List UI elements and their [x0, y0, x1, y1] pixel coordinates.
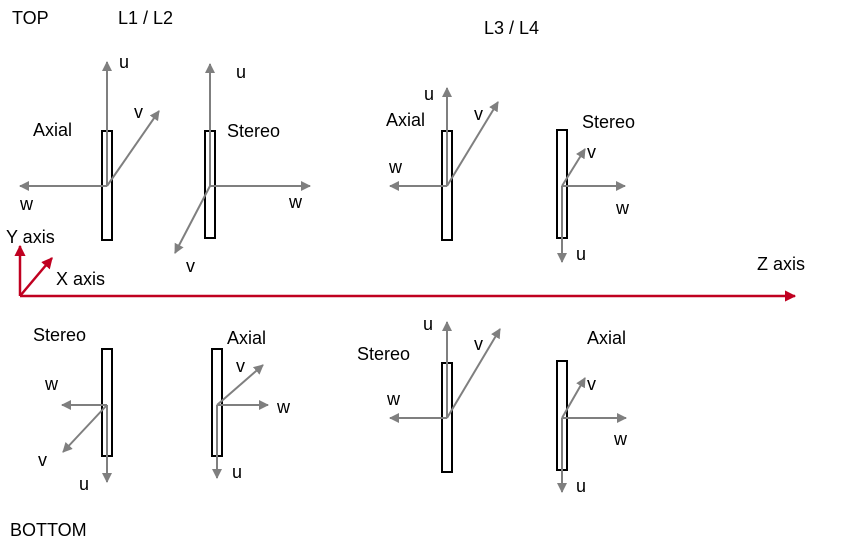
v-axis-arrow — [216, 364, 264, 406]
u-label: u — [79, 474, 89, 494]
module-label: Stereo — [33, 325, 86, 345]
module-label: Stereo — [227, 121, 280, 141]
module-label: Axial — [386, 110, 425, 130]
w-label: w — [388, 157, 403, 177]
v-axis-arrow — [174, 185, 211, 254]
module-bottom-l1l2-axial: u v w Axial — [211, 328, 291, 482]
w-label: w — [613, 429, 628, 449]
u-label: u — [423, 314, 433, 334]
v-label: v — [587, 374, 596, 394]
module-bottom-l1l2-stereo: u v w Stereo — [33, 325, 113, 494]
group-l3l4-title: L3 / L4 — [484, 18, 539, 38]
module-label: Axial — [227, 328, 266, 348]
u-label: u — [576, 244, 586, 264]
module-top-l1l2-axial: u v w Axial — [19, 52, 160, 241]
w-label: w — [615, 198, 630, 218]
module-top-l3l4-stereo: u v w Stereo — [556, 112, 635, 264]
v-label: v — [236, 356, 245, 376]
v-label: v — [474, 334, 483, 354]
module-bottom-l3l4-stereo: u v w Stereo — [357, 314, 501, 473]
module-label: Axial — [33, 120, 72, 140]
u-label: u — [576, 476, 586, 496]
w-label: w — [276, 397, 291, 417]
w-label: w — [288, 192, 303, 212]
u-label: u — [424, 84, 434, 104]
u-label: u — [119, 52, 129, 72]
bottom-title: BOTTOM — [10, 520, 87, 540]
v-axis-arrow — [446, 328, 501, 419]
v-axis-arrow — [62, 404, 108, 453]
v-label: v — [134, 102, 143, 122]
w-label: w — [386, 389, 401, 409]
w-label: w — [19, 194, 34, 214]
v-label: v — [186, 256, 195, 276]
module-top-l1l2-stereo: u v w Stereo — [174, 62, 311, 276]
v-axis-arrow — [446, 101, 499, 187]
module-label: Stereo — [357, 344, 410, 364]
group-l1l2-title: L1 / L2 — [118, 8, 173, 28]
module-bottom-l3l4-axial: u v w Axial — [556, 328, 628, 496]
module-label: Axial — [587, 328, 626, 348]
v-axis-arrow — [561, 377, 586, 419]
z-axis-label: Z axis — [757, 254, 805, 274]
x-axis-label: X axis — [56, 269, 105, 289]
v-label: v — [587, 142, 596, 162]
module-label: Stereo — [582, 112, 635, 132]
global-axes: Y axis X axis Z axis — [6, 227, 805, 302]
u-label: u — [232, 462, 242, 482]
module-top-l3l4-axial: u v w Axial — [386, 84, 499, 241]
x-axis-arrow — [19, 257, 53, 297]
v-label: v — [38, 450, 47, 470]
v-label: v — [474, 104, 483, 124]
v-axis-arrow — [561, 148, 586, 187]
w-label: w — [44, 374, 59, 394]
u-label: u — [236, 62, 246, 82]
y-axis-label: Y axis — [6, 227, 55, 247]
v-axis-arrow — [106, 110, 160, 187]
top-title: TOP — [12, 8, 49, 28]
